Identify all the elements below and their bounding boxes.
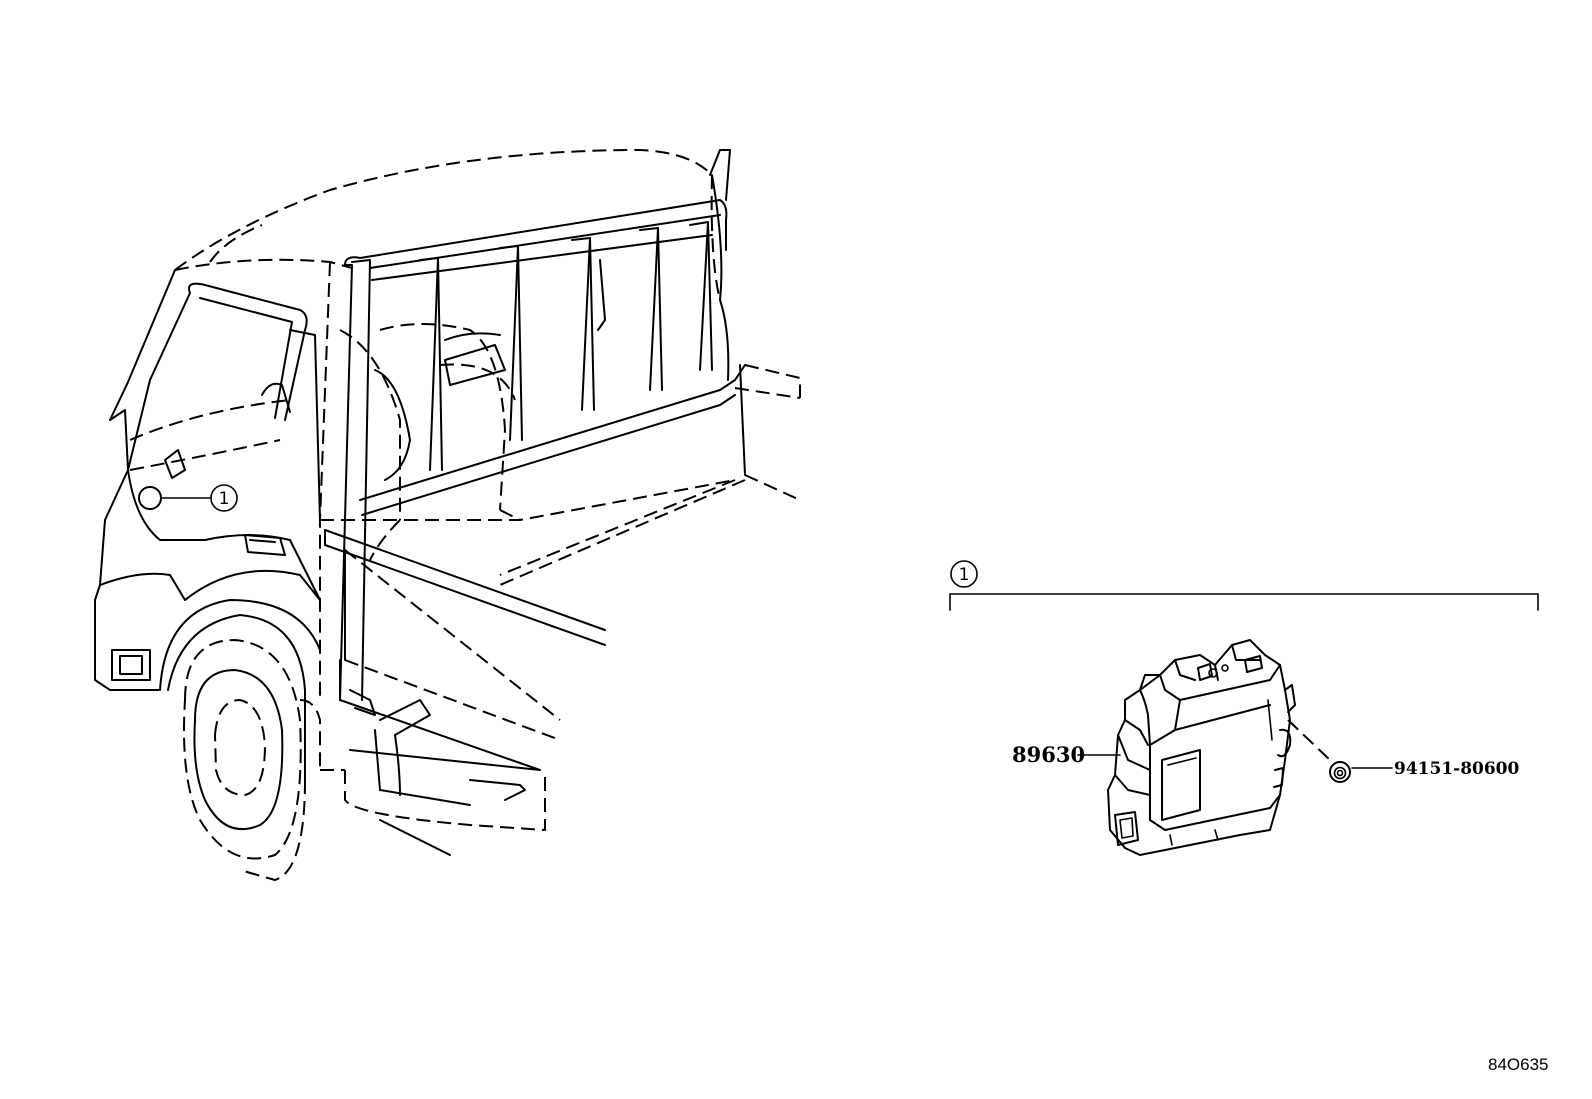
ecu-module <box>1107 639 1296 856</box>
detail-callout-circle <box>950 560 978 588</box>
bolt-icon <box>1329 761 1351 783</box>
figure-id: 84O635 <box>1488 1055 1549 1074</box>
callout-circle <box>210 484 238 512</box>
truck-illustration: 1 <box>94 149 801 881</box>
group-bracket <box>949 593 1539 611</box>
callout-number: 1 <box>219 489 230 509</box>
bolt-part-number: 94151-80600 <box>1394 759 1520 779</box>
detail-callout-number: 1 <box>959 565 970 585</box>
detail-view: 1 <box>949 560 1539 856</box>
ecu-part-number: 89630 <box>1012 742 1085 767</box>
